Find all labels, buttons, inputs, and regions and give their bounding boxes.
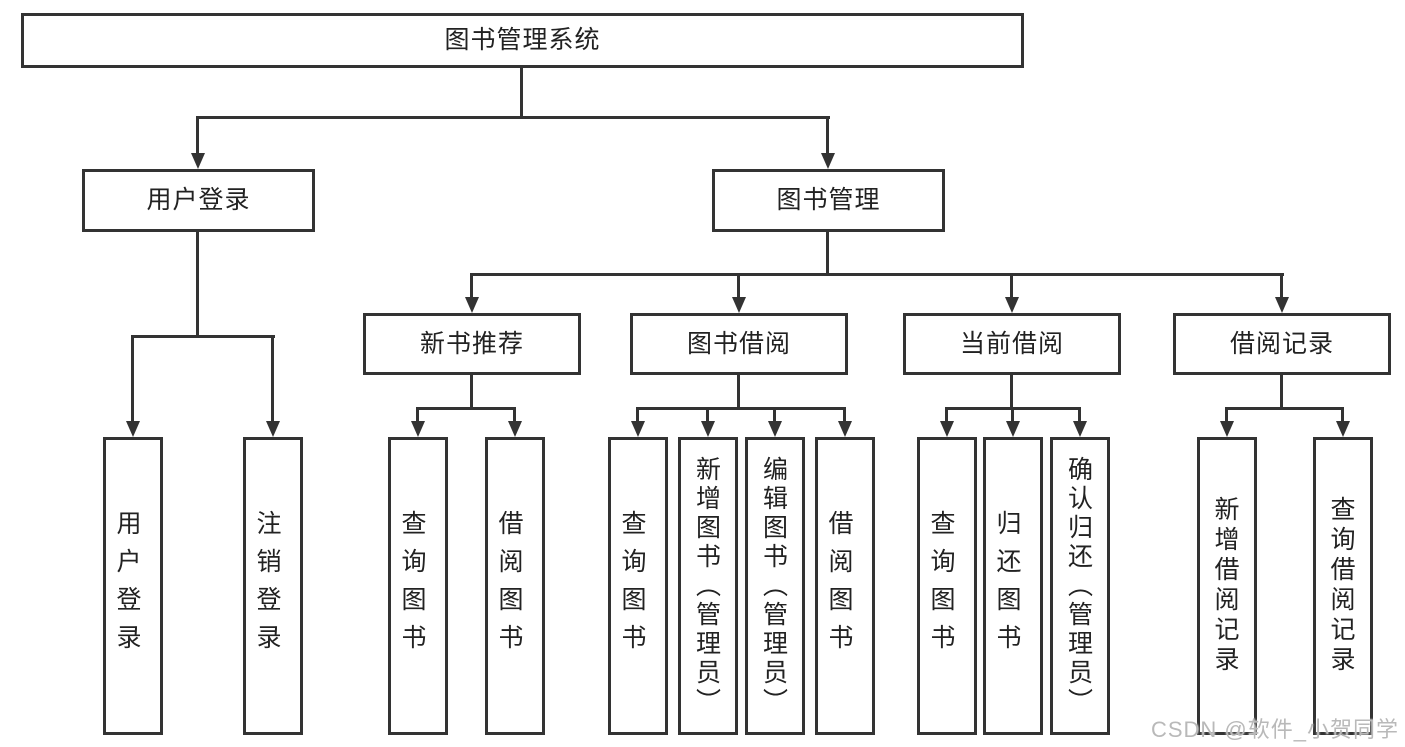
connector-line (1010, 375, 1013, 410)
connector-line (416, 407, 516, 410)
connector-line (945, 407, 948, 423)
arrowhead-icon (768, 421, 782, 437)
node-label: 查询图书 (398, 510, 426, 662)
node-label: 借阅记录 (1229, 329, 1334, 358)
arrowhead-icon (1220, 421, 1234, 437)
watermark: CSDN @软件_小贺同学 (1150, 717, 1399, 742)
arrowhead-icon (1006, 421, 1020, 437)
node-label: 用户登录 (146, 186, 251, 214)
leaf-borrow-books-1: 借阅图书 (485, 437, 545, 735)
arrowhead-icon (508, 421, 522, 437)
connector-line (636, 407, 639, 423)
leaf-query-books-2: 查询图书 (608, 437, 668, 735)
connector-line (843, 407, 846, 423)
node-label: 用户登录 (113, 510, 141, 662)
connector-line (737, 375, 740, 410)
arrowhead-icon (940, 421, 954, 437)
connector-line (196, 116, 199, 156)
connector-line (271, 335, 274, 423)
connector-line (826, 116, 829, 156)
connector-line (773, 407, 776, 423)
node-label: 图书管理 (776, 186, 881, 214)
arrowhead-icon (701, 421, 715, 437)
node-new-book-recommendation: 新书推荐 (363, 313, 581, 375)
connector-line (1225, 407, 1344, 410)
arrowhead-icon (1336, 421, 1350, 437)
node-label: 注销登录 (253, 510, 281, 662)
node-label: 新书推荐 (419, 329, 524, 358)
node-label: 图书管理系统 (444, 26, 601, 54)
connector-line (131, 335, 275, 338)
leaf-query-books-1: 查询图书 (388, 437, 448, 735)
connector-line (196, 232, 199, 338)
node-label: 查询借阅记录 (1327, 496, 1355, 676)
leaf-add-book-admin: 新增图书（管理员） (678, 437, 738, 735)
node-borrowing-records: 借阅记录 (1173, 313, 1391, 375)
leaf-confirm-return-admin: 确认归还（管理员） (1050, 437, 1110, 735)
connector-line (1078, 407, 1081, 423)
arrowhead-icon (126, 421, 140, 437)
arrowhead-icon (191, 153, 205, 169)
connector-line (1225, 407, 1228, 423)
connector-line (1280, 273, 1283, 300)
arrowhead-icon (821, 153, 835, 169)
connector-line (737, 273, 740, 300)
arrowhead-icon (1275, 297, 1289, 313)
node-library-management-system: 图书管理系统 (21, 13, 1024, 68)
connector-line (636, 407, 846, 410)
connector-line (826, 232, 829, 276)
connector-line (706, 407, 709, 423)
connector-line (416, 407, 419, 423)
node-label: 图书借阅 (686, 329, 791, 358)
leaf-return-book: 归还图书 (983, 437, 1043, 735)
node-label: 查询图书 (927, 510, 955, 662)
node-label: 新增图书（管理员） (692, 455, 721, 717)
node-current-borrowing: 当前借阅 (903, 313, 1121, 375)
node-user-login: 用户登录 (82, 169, 315, 232)
connector-line (513, 407, 516, 423)
node-label: 归还图书 (993, 510, 1021, 662)
connector-line (470, 273, 473, 300)
node-label: 借阅图书 (825, 510, 853, 662)
node-label: 借阅图书 (495, 510, 523, 662)
leaf-logout: 注销登录 (243, 437, 303, 735)
node-label: 编辑图书（管理员） (759, 455, 788, 717)
leaf-query-borrow-record: 查询借阅记录 (1313, 437, 1373, 735)
connector-line (131, 335, 134, 423)
connector-line (470, 273, 1284, 276)
connector-line (1011, 407, 1014, 423)
leaf-edit-book-admin: 编辑图书（管理员） (745, 437, 805, 735)
arrowhead-icon (266, 421, 280, 437)
leaf-add-borrow-record: 新增借阅记录 (1197, 437, 1257, 735)
leaf-user-login: 用户登录 (103, 437, 163, 735)
arrowhead-icon (838, 421, 852, 437)
leaf-borrow-books-2: 借阅图书 (815, 437, 875, 735)
arrowhead-icon (732, 297, 746, 313)
arrowhead-icon (465, 297, 479, 313)
connector-line (1010, 273, 1013, 300)
connector-line (1341, 407, 1344, 423)
node-label: 当前借阅 (959, 329, 1064, 358)
connector-line (1280, 375, 1283, 410)
connector-line (196, 116, 830, 119)
node-label: 新增借阅记录 (1211, 496, 1239, 676)
arrowhead-icon (411, 421, 425, 437)
node-book-borrowing: 图书借阅 (630, 313, 848, 375)
connector-line (520, 68, 523, 117)
arrowhead-icon (631, 421, 645, 437)
node-book-management: 图书管理 (712, 169, 945, 232)
arrowhead-icon (1073, 421, 1087, 437)
connector-line (470, 375, 473, 410)
leaf-query-books-3: 查询图书 (917, 437, 977, 735)
node-label: 确认归还（管理员） (1064, 455, 1093, 717)
arrowhead-icon (1005, 297, 1019, 313)
node-label: 查询图书 (618, 510, 646, 662)
